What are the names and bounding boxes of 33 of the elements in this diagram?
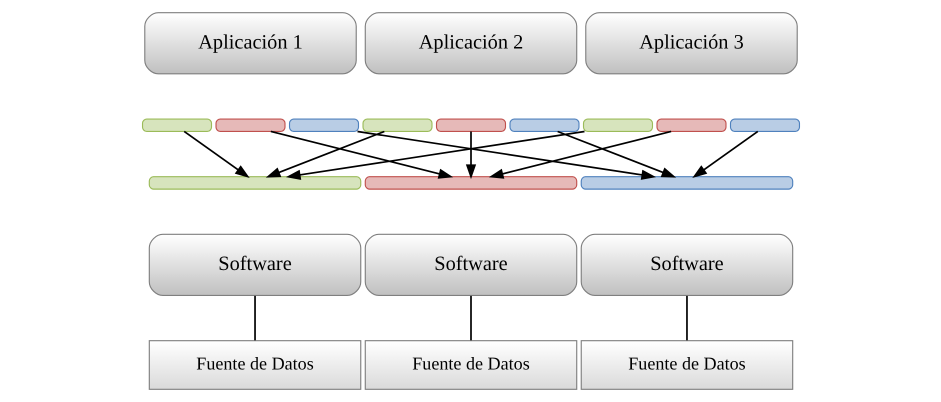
node-box: Software — [364, 234, 577, 296]
node-bar — [580, 176, 793, 190]
node-bar — [435, 118, 506, 132]
node-bar — [141, 118, 212, 132]
arrow — [465, 131, 476, 180]
connector — [686, 296, 688, 340]
arrow — [265, 130, 384, 178]
node-box: Software — [580, 234, 793, 296]
node-box: Fuente de Datos — [364, 340, 577, 390]
node-box: Aplicación 1 — [144, 12, 356, 74]
node-box: Software — [148, 234, 361, 296]
node-bar — [508, 118, 580, 132]
node-bar — [288, 118, 359, 132]
connector — [470, 296, 472, 340]
arrow — [692, 130, 758, 178]
arrow — [488, 130, 671, 179]
node-bar — [656, 118, 726, 132]
node-bar — [362, 118, 432, 132]
arrow — [356, 130, 656, 180]
node-box: Aplicación 2 — [364, 12, 577, 74]
node-bar — [364, 176, 577, 190]
arrow — [183, 130, 250, 178]
node-bar — [148, 176, 361, 190]
node-bar — [729, 118, 800, 132]
arrow — [556, 130, 676, 178]
arrow — [285, 130, 584, 180]
connector — [254, 296, 256, 340]
node-bar — [214, 118, 286, 132]
node-box: Fuente de Datos — [580, 340, 793, 390]
node-box: Fuente de Datos — [148, 340, 361, 390]
node-bar — [582, 118, 653, 132]
arrow — [270, 130, 453, 179]
node-box: Aplicación 3 — [584, 12, 798, 74]
